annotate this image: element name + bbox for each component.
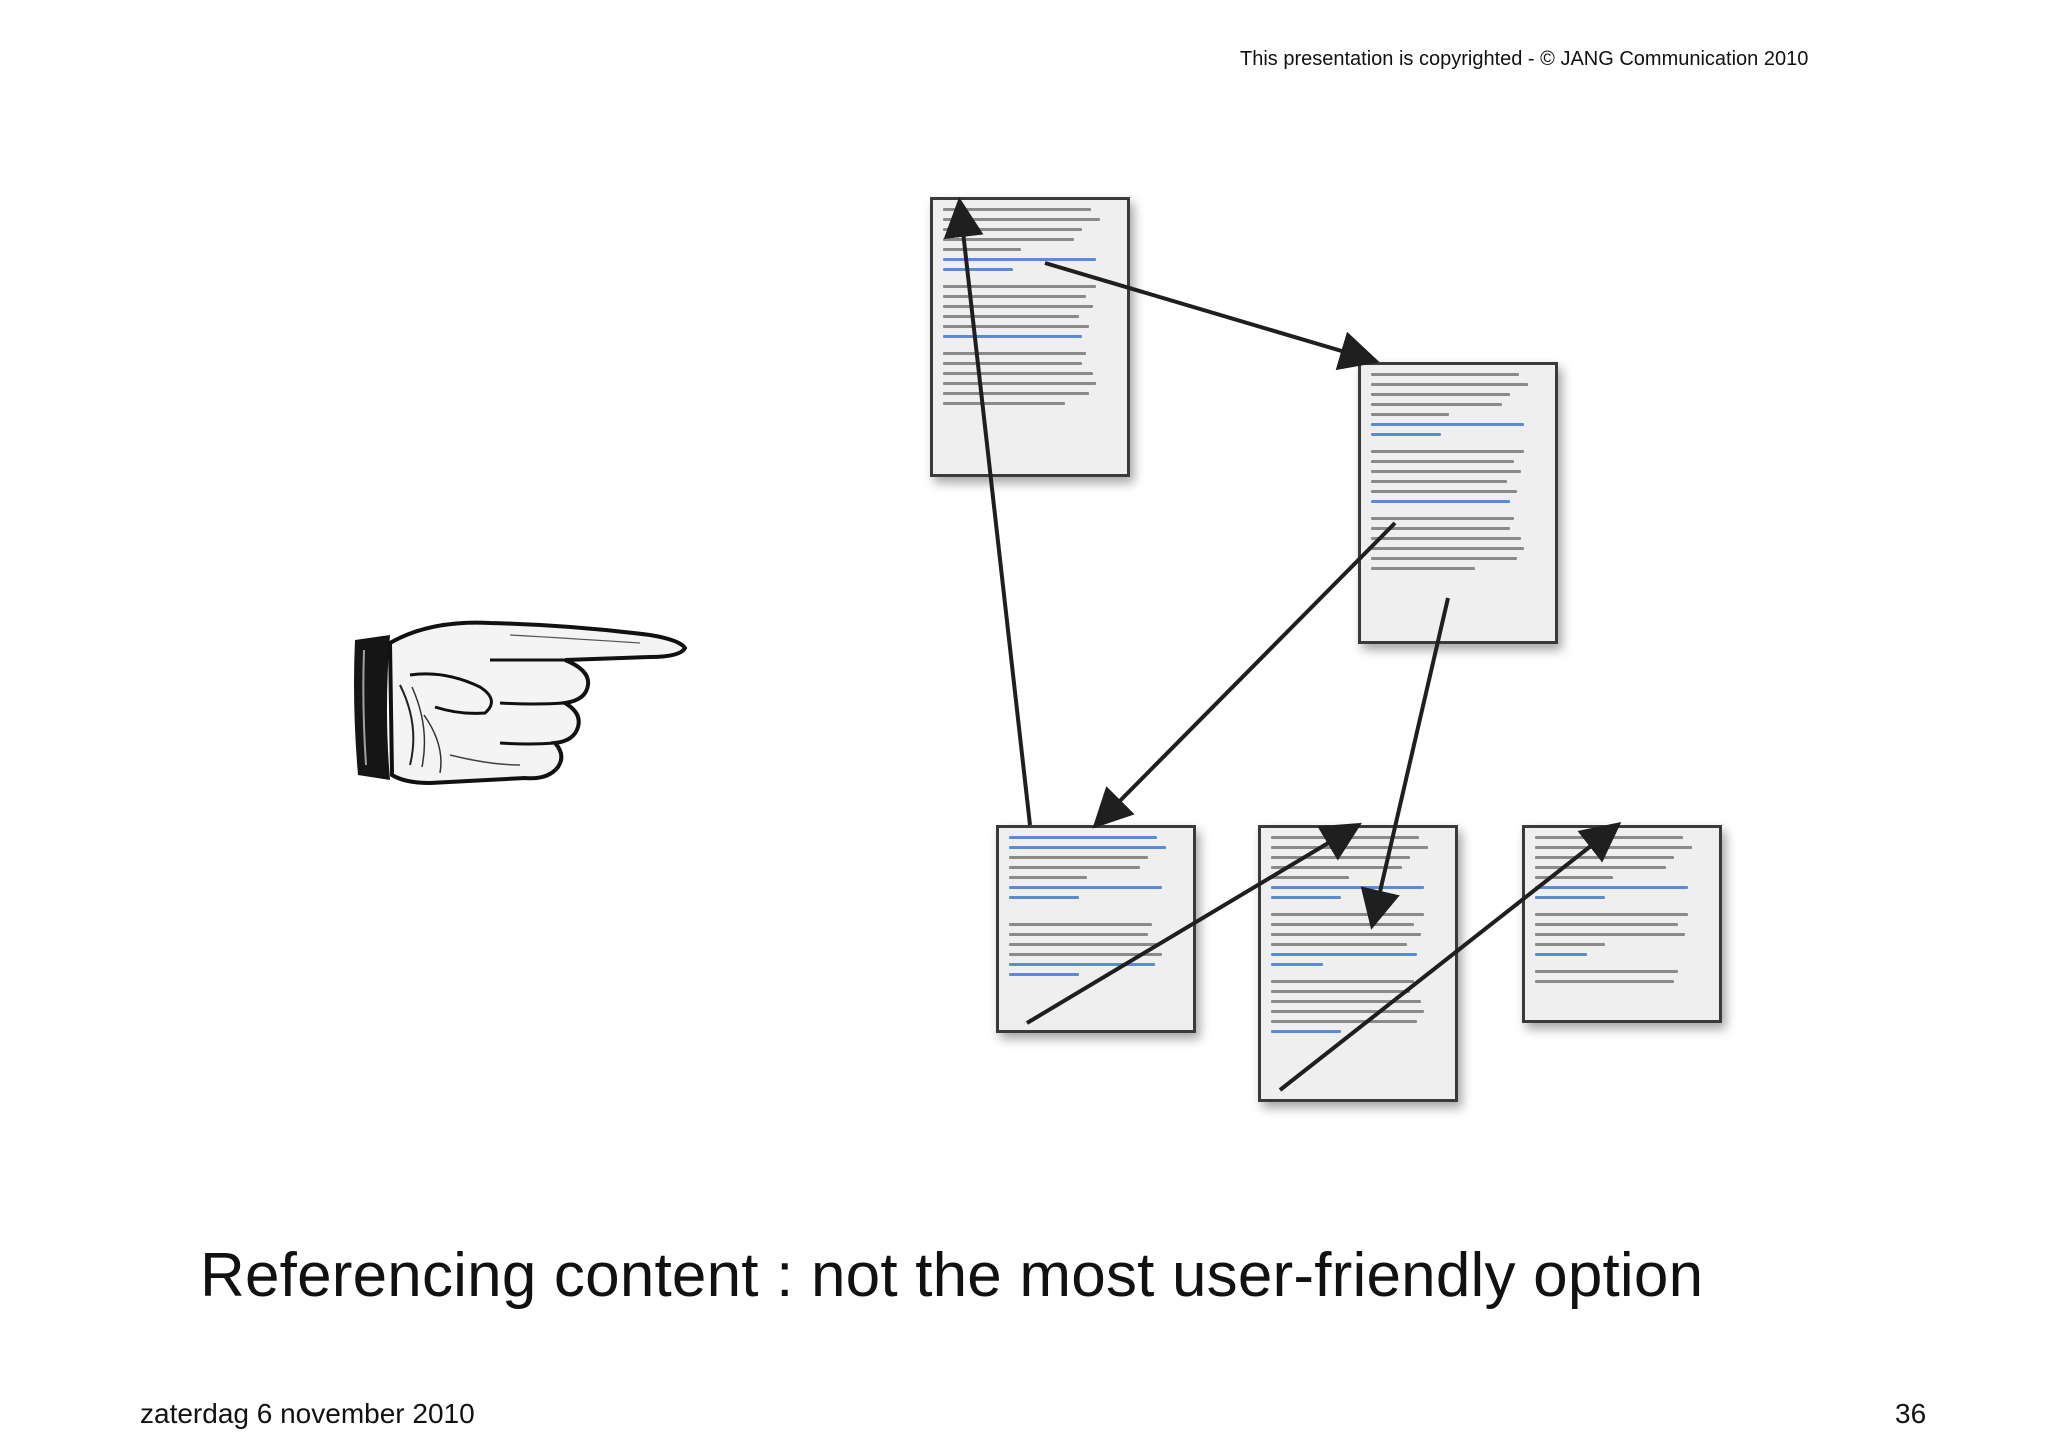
document-page-2 — [1358, 362, 1558, 644]
footer-date: zaterdag 6 november 2010 — [140, 1398, 475, 1429]
arrow-doc2-to-doc4 — [1360, 597, 1450, 930]
page-number: 36 — [1895, 1398, 1927, 1429]
arrow-doc3-to-doc1 — [943, 197, 1032, 826]
pointing-hand-icon — [354, 620, 688, 786]
document-page-3 — [996, 825, 1196, 1033]
copyright-notice: This presentation is copyrighted - © JAN… — [1240, 48, 1809, 70]
arrow-doc4-to-doc5 — [1278, 822, 1622, 1092]
slide-title: Referencing content : not the most user-… — [200, 1241, 1704, 1310]
arrow-doc1-to-doc2 — [1044, 261, 1380, 371]
arrow-doc2-to-doc3 — [1092, 521, 1397, 829]
arrow-doc3-to-doc4 — [1025, 822, 1362, 1025]
document-page-5 — [1522, 825, 1722, 1023]
